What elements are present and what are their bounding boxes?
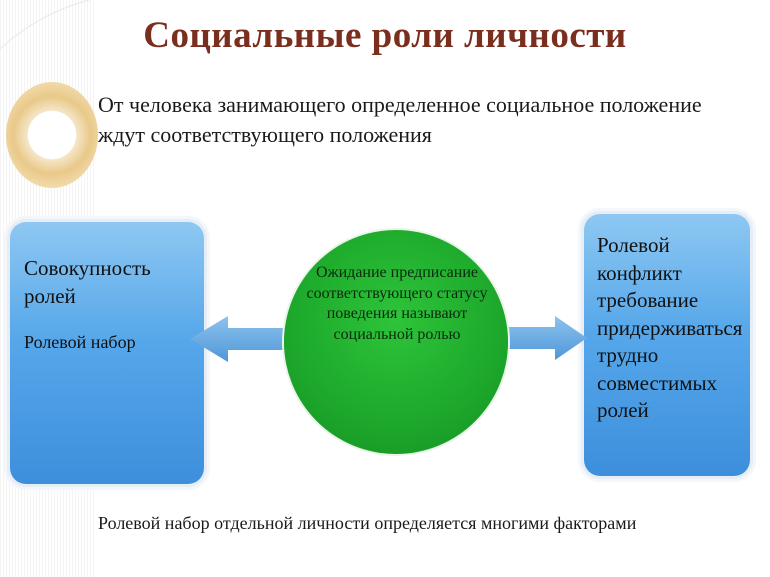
right-panel-text: Ролевой конфликт требование придерживать… xyxy=(597,233,743,422)
arrow-right-icon xyxy=(505,316,587,360)
center-circle-text: Ожидание предписание соответствующего ст… xyxy=(306,264,488,343)
decorative-arc xyxy=(0,0,91,50)
left-panel xyxy=(10,222,204,484)
center-circle xyxy=(284,230,508,454)
arrow-left-icon xyxy=(190,316,290,362)
slide-title: Социальные роли личности xyxy=(143,15,627,56)
right-panel xyxy=(584,214,750,476)
left-panel-subtitle: Ролевой набор xyxy=(24,332,136,352)
left-panel-heading: Совокупность ролей xyxy=(24,256,151,308)
decorative-ring xyxy=(6,82,98,188)
intro-text: От человека занимающего определенное соц… xyxy=(98,92,702,147)
footer-text: Ролевой набор отдельной личности определ… xyxy=(98,513,637,533)
